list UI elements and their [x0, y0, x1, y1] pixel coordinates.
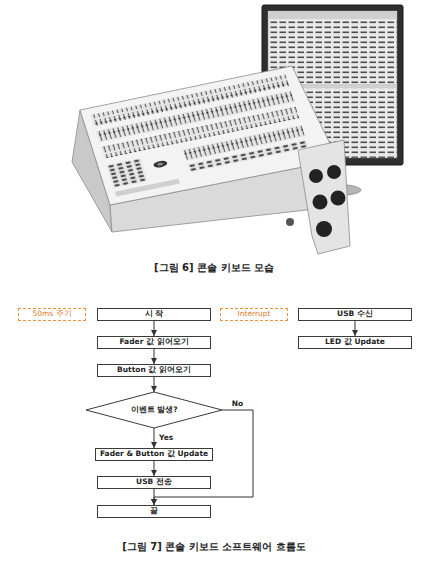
process-box: Fader & Button 값 Update — [95, 448, 213, 461]
process-box: USB 전송 — [97, 476, 211, 489]
node-text: USB 수신 — [337, 310, 373, 318]
process-box: LED 값 Update — [298, 336, 412, 349]
node-text: Fader & Button 값 Update — [100, 450, 208, 458]
knobs — [286, 165, 346, 237]
process-box: USB 수신 — [298, 308, 412, 321]
decision-diamond: 이벤트 발생? — [86, 392, 222, 428]
flow-connector — [154, 321, 155, 336]
figure-caption: [그림 7] 콘솔 키보드 소프트웨어 흐름도 — [0, 541, 428, 553]
console-photo — [0, 0, 428, 260]
node-text: Button 값 읽어오기 — [117, 366, 191, 374]
node-text: 시 작 — [145, 310, 164, 318]
node-text: 끝 — [150, 507, 158, 515]
flow-connector — [154, 349, 155, 364]
edge-label: Yes — [158, 434, 174, 442]
timing-note-box: 50ms 주기 — [18, 308, 86, 321]
flow-connector — [154, 377, 155, 392]
node-text: Interrupt — [237, 310, 270, 318]
fader-rows — [91, 74, 312, 196]
process-box: 끝 — [97, 505, 211, 518]
node-text: USB 전송 — [136, 478, 172, 486]
node-text: 50ms 주기 — [32, 310, 71, 318]
console-body — [72, 66, 350, 254]
node-text: LED 값 Update — [325, 338, 385, 346]
process-box: 시 작 — [97, 308, 211, 321]
diamond-shape — [86, 392, 222, 428]
flow-connector — [153, 461, 154, 476]
process-box: Button 값 읽어오기 — [97, 364, 211, 377]
flow-connector — [355, 321, 356, 336]
process-box: Fader 값 읽어오기 — [97, 336, 211, 349]
figure-caption: [그림 6] 콘솔 키보드 모습 — [0, 262, 428, 274]
flow-connector — [153, 428, 154, 448]
node-text: 이벤트 발생? — [131, 406, 178, 414]
node-text: Fader 값 읽어오기 — [119, 338, 188, 346]
timing-note-box: Interrupt — [220, 308, 288, 321]
edge-label: No — [231, 400, 244, 408]
